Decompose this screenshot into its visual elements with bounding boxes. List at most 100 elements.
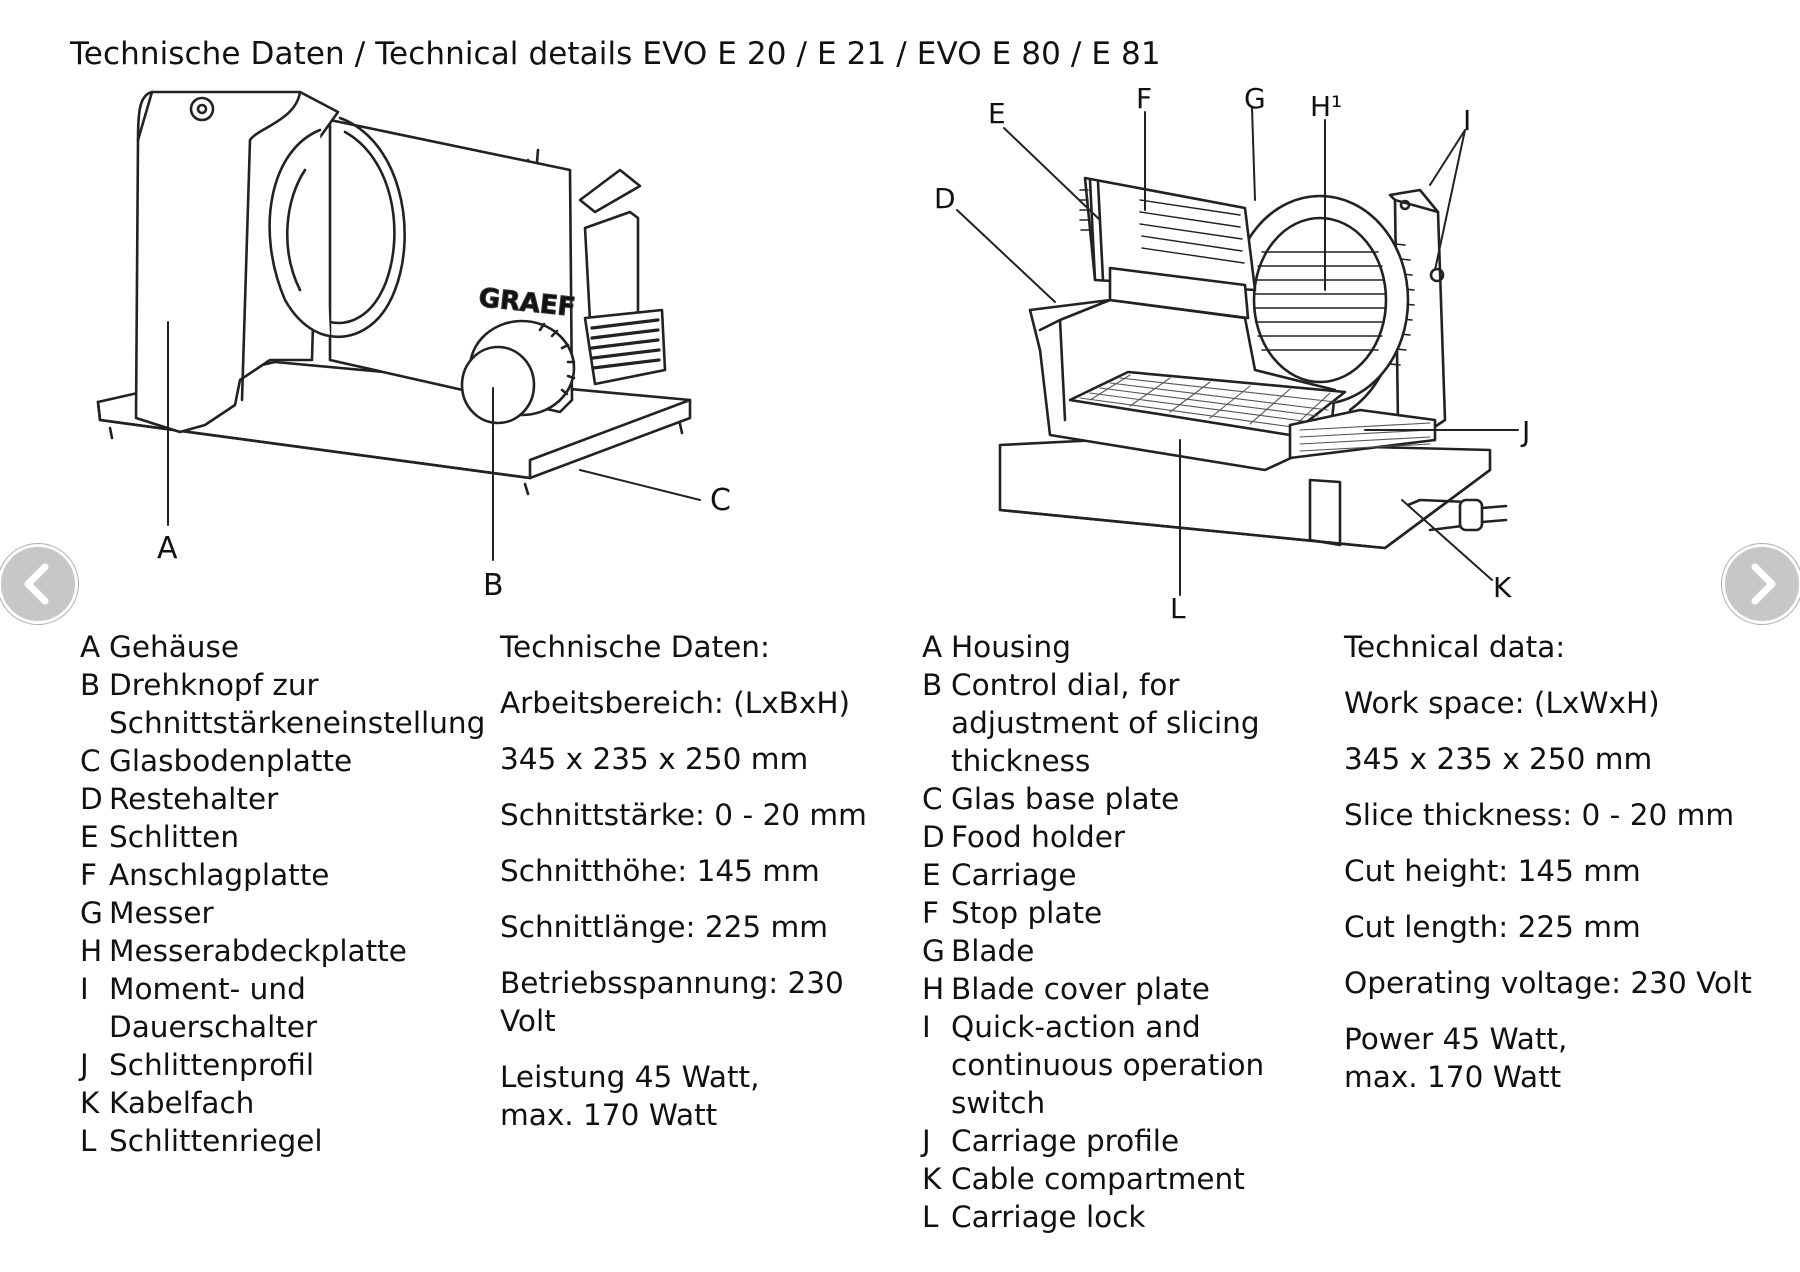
specs-en-heading: Technical data: <box>1344 630 1566 664</box>
part-key: L <box>922 1200 939 1234</box>
part-key: J <box>922 1124 931 1158</box>
part-key: J <box>80 1048 89 1082</box>
part-key: L <box>80 1124 97 1158</box>
part-label: Gehäuse <box>109 630 239 664</box>
part-label: Restehalter <box>109 782 279 816</box>
part-label: Cable compartment <box>951 1162 1245 1196</box>
part-label: Schlittenriegel <box>109 1124 323 1158</box>
part-label: Drehknopf zur Schnittstärkeneinstellung <box>109 668 486 740</box>
specs-en-power-1: Power 45 Watt, <box>1344 1022 1568 1056</box>
callout-i: I <box>1463 104 1471 137</box>
specs-de-cut-length: Schnittlänge: 225 mm <box>500 910 828 944</box>
callout-f: F <box>1136 82 1152 115</box>
specs-en-cut-height: Cut height: 145 mm <box>1344 854 1641 888</box>
part-key: A <box>922 630 943 664</box>
part-label: Carriage profile <box>951 1124 1180 1158</box>
callout-a: A <box>157 531 178 566</box>
specs-en-work-value: 345 x 235 x 250 mm <box>1344 742 1653 776</box>
part-label: Control dial, for adjustment of slicing … <box>951 668 1260 778</box>
part-key: K <box>80 1086 100 1120</box>
part-key: G <box>922 934 945 968</box>
part-key: F <box>80 858 97 892</box>
callout-e: E <box>988 97 1006 130</box>
part-key: B <box>922 668 943 702</box>
part-key: I <box>922 1010 931 1044</box>
part-key: C <box>80 744 101 778</box>
part-label: Food holder <box>951 820 1126 854</box>
part-label: Glasbodenplatte <box>109 744 353 778</box>
part-label: Blade cover plate <box>951 972 1210 1006</box>
callout-g: G <box>1244 82 1266 115</box>
specs-en-power-2: max. 170 Watt <box>1344 1060 1562 1094</box>
list-item: K Cable compartment <box>922 1160 1282 1198</box>
list-item: L Schlittenriegel <box>80 1122 480 1160</box>
list-item: J Schlittenprofil <box>80 1046 480 1084</box>
chevron-right-icon <box>1751 563 1776 605</box>
part-label: Schlittenprofil <box>109 1048 315 1082</box>
part-key: C <box>922 782 943 816</box>
next-button[interactable] <box>1722 544 1800 624</box>
specs-de-work-label: Arbeitsbereich: (LxBxH) <box>500 686 851 720</box>
part-label: Messer <box>109 896 214 930</box>
slicer-side-view: GRAEF A B C <box>96 90 731 603</box>
prev-button[interactable] <box>0 544 78 624</box>
part-label: Glas base plate <box>951 782 1180 816</box>
specs-en-slice: Slice thickness: 0 - 20 mm <box>1344 798 1735 832</box>
part-label: Schlitten <box>109 820 240 854</box>
part-key: G <box>80 896 103 930</box>
part-key: H <box>80 934 103 968</box>
specs-en-cut-length: Cut length: 225 mm <box>1344 910 1641 944</box>
page-title: Technische Daten / Technical details EVO… <box>70 36 1161 72</box>
specs-de-heading: Technische Daten: <box>500 630 770 664</box>
list-item: J Carriage profile <box>922 1122 1282 1160</box>
callout-b: B <box>483 568 504 603</box>
part-key: H <box>922 972 945 1006</box>
slicer-open-view: E F G H¹ I D J K L <box>934 82 1530 625</box>
part-key: F <box>922 896 939 930</box>
list-item: K Kabelfach <box>80 1084 480 1122</box>
callout-h: H¹ <box>1310 90 1342 123</box>
callout-k: K <box>1493 571 1512 604</box>
part-key: I <box>80 972 89 1006</box>
part-label: Housing <box>951 630 1071 664</box>
part-label: Kabelfach <box>109 1086 255 1120</box>
specs-de: Technische Daten: Arbeitsbereich: (LxBxH… <box>500 628 900 1152</box>
specs-de-work-value: 345 x 235 x 250 mm <box>500 742 809 776</box>
specs-en-work-label: Work space: (LxWxH) <box>1344 686 1660 720</box>
part-label: Messerabdeckplatte <box>109 934 407 968</box>
part-key: A <box>80 630 101 664</box>
part-label: Anschlagplatte <box>109 858 330 892</box>
callout-l: L <box>1170 592 1186 625</box>
specs-de-slice: Schnittstärke: 0 - 20 mm <box>500 798 867 832</box>
part-key: K <box>922 1162 942 1196</box>
list-item: F Anschlagplatte <box>80 856 480 894</box>
part-key: D <box>922 820 945 854</box>
list-item: I Quick-action and continuous operation s… <box>922 1008 1282 1122</box>
part-label: Moment- und Dauerschalter <box>109 972 318 1044</box>
part-label: Quick-action and continuous operation sw… <box>951 1010 1265 1120</box>
callout-c: C <box>710 483 731 518</box>
part-key: B <box>80 668 101 702</box>
specs-de-voltage: Betriebsspannung: 230 Volt <box>500 966 844 1038</box>
part-key: D <box>80 782 103 816</box>
chevron-left-icon <box>24 563 49 605</box>
callout-j: J <box>1520 415 1530 448</box>
